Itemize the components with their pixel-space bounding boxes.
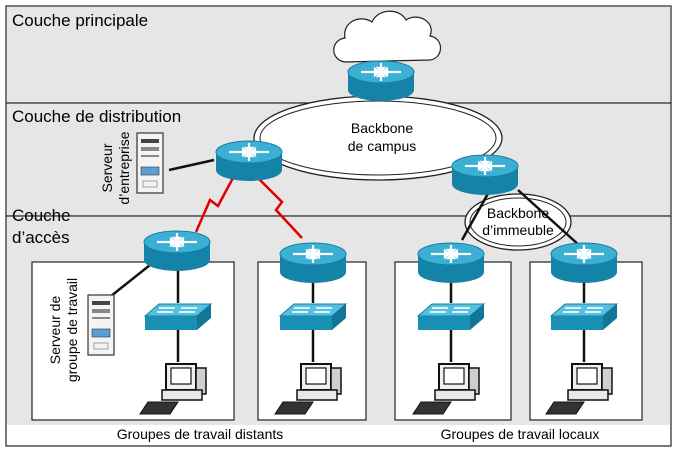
enterprise-server-label-line2: d’entreprise [116, 131, 132, 204]
campus-backbone-label-line2: de campus [348, 138, 416, 154]
switch-icon [417, 303, 485, 331]
cloud-icon [333, 10, 442, 63]
building-backbone-label-line2: d’immeuble [482, 222, 554, 238]
core-router-icon [346, 59, 416, 103]
distribution-router-right-icon [450, 153, 520, 197]
access-router-remote-1-icon [142, 229, 212, 273]
switch-icon [550, 303, 618, 331]
distribution-router-left-icon [214, 139, 284, 183]
building-backbone-label-line1: Backbone [487, 205, 549, 221]
access-layer-title-line1: Couche [12, 206, 71, 225]
core-layer-title: Couche principale [12, 11, 148, 30]
workgroup-server-icon [87, 294, 115, 356]
workgroup-server-label-line2: groupe de travail [64, 278, 80, 382]
access-router-local-1-icon [416, 241, 486, 285]
wan-link [194, 175, 303, 239]
access-layer-title-line2: d’accès [12, 228, 70, 247]
remote-workgroups-caption: Groupes de travail distants [117, 426, 284, 442]
distribution-layer-title: Couche de distribution [12, 107, 181, 126]
workgroup-server-label-line1: Serveur de [47, 296, 63, 365]
building-backbone-ring [464, 193, 572, 251]
access-router-local-2-icon [549, 241, 619, 285]
switch-icon [144, 303, 212, 331]
enterprise-server-icon [136, 132, 164, 194]
campus-backbone-label-line1: Backbone [351, 120, 413, 136]
local-workgroups-caption: Groupes de travail locaux [441, 426, 600, 442]
access-router-remote-2-icon [278, 241, 348, 285]
enterprise-server-label-line1: Serveur [99, 143, 115, 192]
switch-icon [279, 303, 347, 331]
